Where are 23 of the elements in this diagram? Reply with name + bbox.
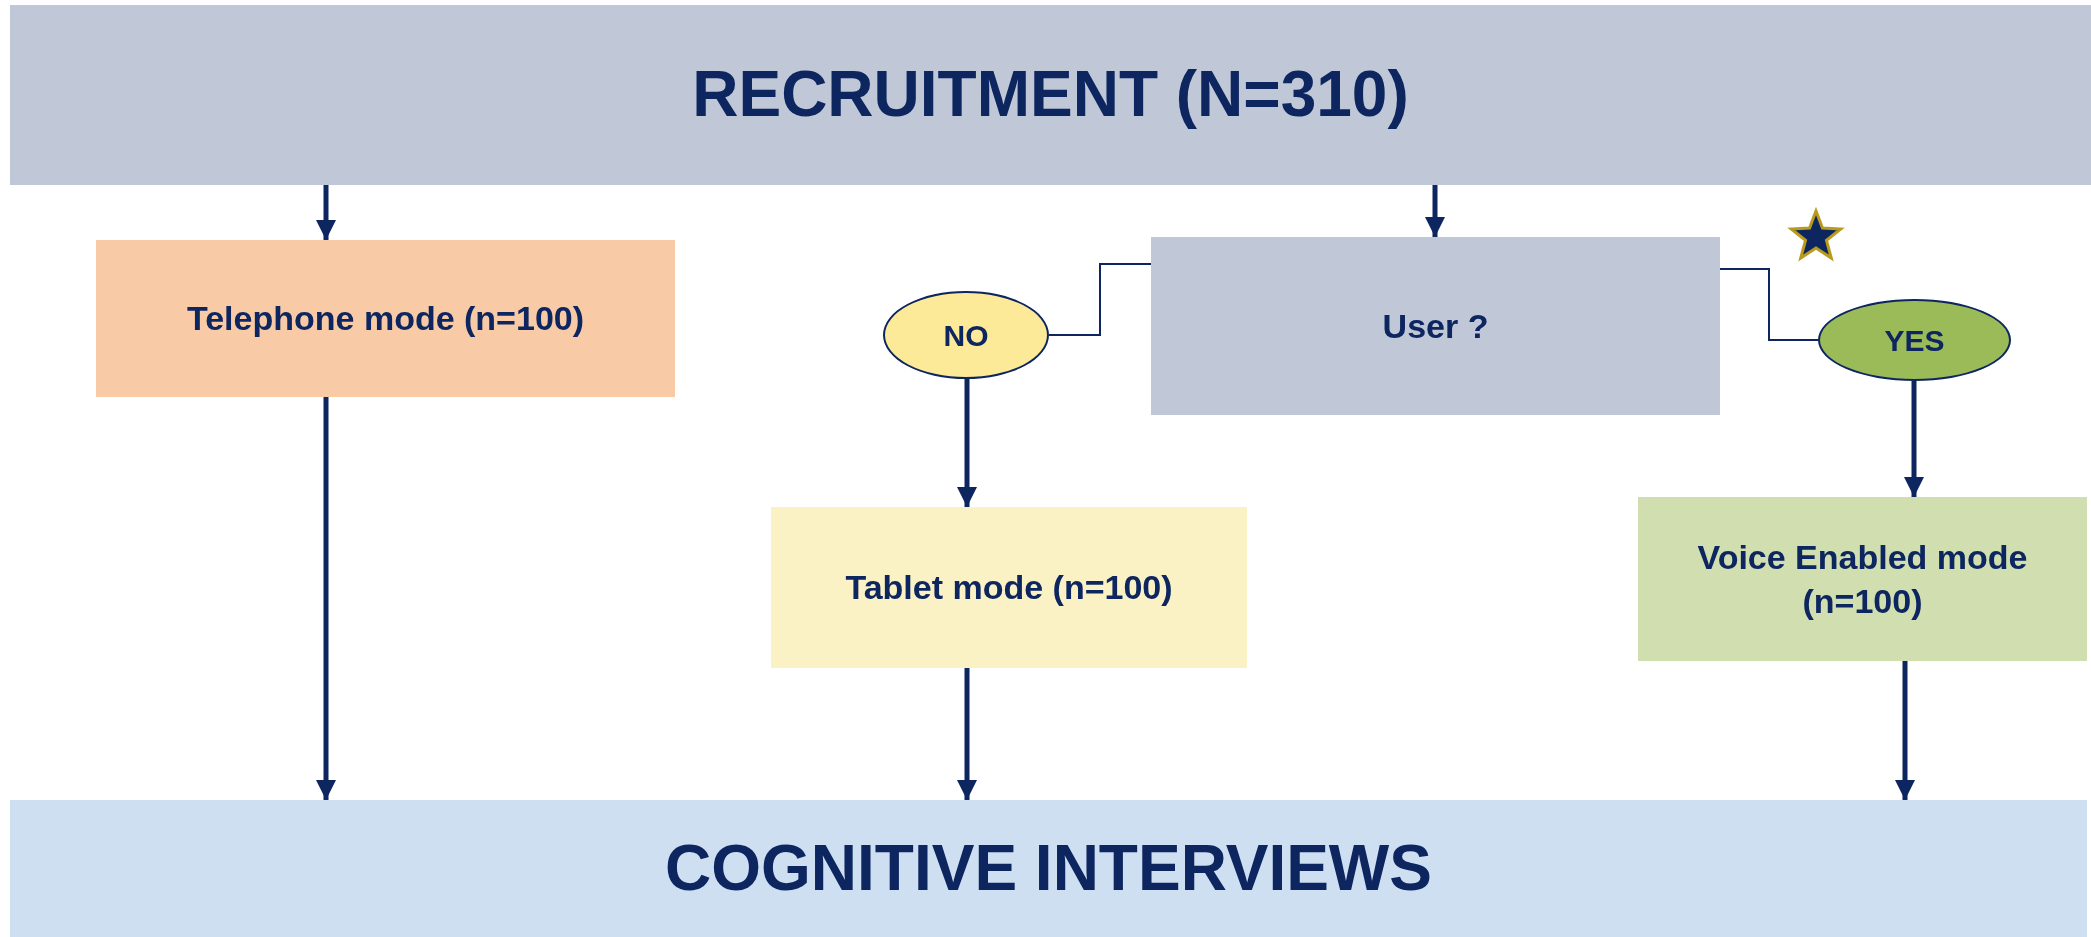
arrow xyxy=(1895,661,1915,800)
process-box xyxy=(96,240,675,397)
arrow xyxy=(316,397,336,800)
arrow xyxy=(316,185,336,240)
connector-line xyxy=(1048,263,1152,336)
process-box xyxy=(1638,497,2087,661)
node-label: User ? xyxy=(1382,305,1489,347)
arrow xyxy=(1904,381,1924,497)
arrow xyxy=(957,379,977,507)
node-label: Tablet mode (n=100) xyxy=(845,567,1173,609)
heading-text: COGNITIVE INTERVIEWS xyxy=(665,830,1432,906)
process-box xyxy=(1151,237,1720,415)
arrow xyxy=(957,668,977,800)
title-band xyxy=(10,800,2087,937)
connector-line xyxy=(1719,268,1819,341)
node-label: Voice Enabled mode (n=100) xyxy=(1696,536,2029,622)
title-band xyxy=(10,5,2091,185)
node-label: YES xyxy=(1884,322,1945,359)
node-label: NO xyxy=(943,317,989,354)
heading-text: RECRUITMENT (N=310) xyxy=(692,57,1409,133)
arrow xyxy=(1425,185,1445,237)
node-label: Telephone mode (n=100) xyxy=(186,298,585,340)
process-box xyxy=(771,507,1247,668)
